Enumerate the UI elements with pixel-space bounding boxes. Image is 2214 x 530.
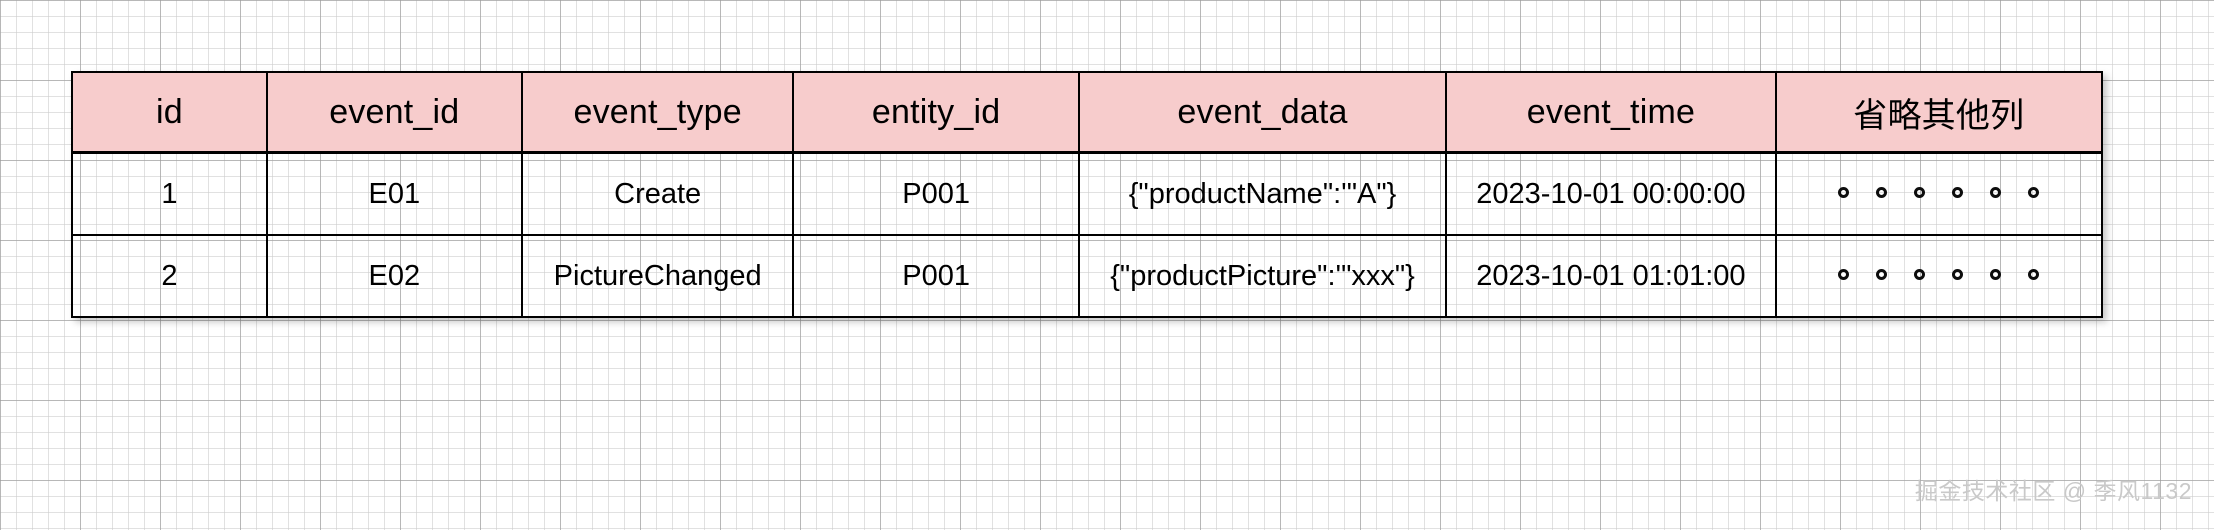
watermark-text: 掘金技术社区 @ 季风1132 (1914, 478, 2192, 504)
circle-dot-icon (1952, 269, 1964, 280)
column-header-event-data: event_data (1077, 71, 1448, 154)
column-header-entity-id: entity_id (792, 71, 1080, 154)
table-row: 2 E02 PictureChanged P001 {"productPictu… (71, 234, 2104, 318)
event-store-table: id event_id event_type entity_id event_d… (71, 71, 2104, 318)
circle-dot-icon (1876, 187, 1888, 198)
circle-dot-icon (1838, 269, 1850, 280)
cell-event-type: PictureChanged (520, 234, 795, 318)
column-header-id: id (71, 71, 268, 154)
cell-event-time: 2023-10-01 00:00:00 (1445, 151, 1777, 236)
circle-dot-icon (2028, 187, 2040, 198)
cell-event-data: {"productName":'"A"} (1077, 151, 1448, 236)
cell-ellipsis-dots (1774, 234, 2104, 318)
cell-id: 2 (71, 234, 268, 318)
circle-dot-icon (2028, 269, 2040, 280)
cell-entity-id: P001 (792, 151, 1080, 236)
header-row: id event_id event_type entity_id event_d… (71, 71, 2104, 154)
cell-event-data: {"productPicture":'"xxx"} (1077, 234, 1448, 318)
circle-dot-icon (1990, 187, 2002, 198)
circle-dot-icon (1952, 187, 1964, 198)
cell-ellipsis-dots (1774, 151, 2104, 236)
cell-id: 1 (71, 151, 268, 236)
cell-entity-id: P001 (792, 234, 1080, 318)
circle-dot-icon (1990, 269, 2002, 280)
circle-dot-icon (1914, 269, 1926, 280)
cell-event-id: E01 (265, 151, 523, 236)
cell-event-id: E02 (265, 234, 523, 318)
table-header: id event_id event_type entity_id event_d… (71, 71, 2104, 154)
cell-event-type: Create (520, 151, 795, 236)
column-header-event-time: event_time (1445, 71, 1777, 154)
ellipsis-dots-group (1778, 187, 2100, 198)
ellipsis-dots-group (1778, 269, 2100, 280)
column-header-other: 省略其他列 (1774, 71, 2104, 154)
circle-dot-icon (1914, 187, 1926, 198)
cell-event-time: 2023-10-01 01:01:00 (1445, 234, 1777, 318)
column-header-event-id: event_id (265, 71, 523, 154)
circle-dot-icon (1876, 269, 1888, 280)
column-header-event-type: event_type (520, 71, 795, 154)
circle-dot-icon (1838, 187, 1850, 198)
table-row: 1 E01 Create P001 {"productName":'"A"} 2… (71, 151, 2104, 236)
table-body: 1 E01 Create P001 {"productName":'"A"} 2… (71, 151, 2104, 318)
